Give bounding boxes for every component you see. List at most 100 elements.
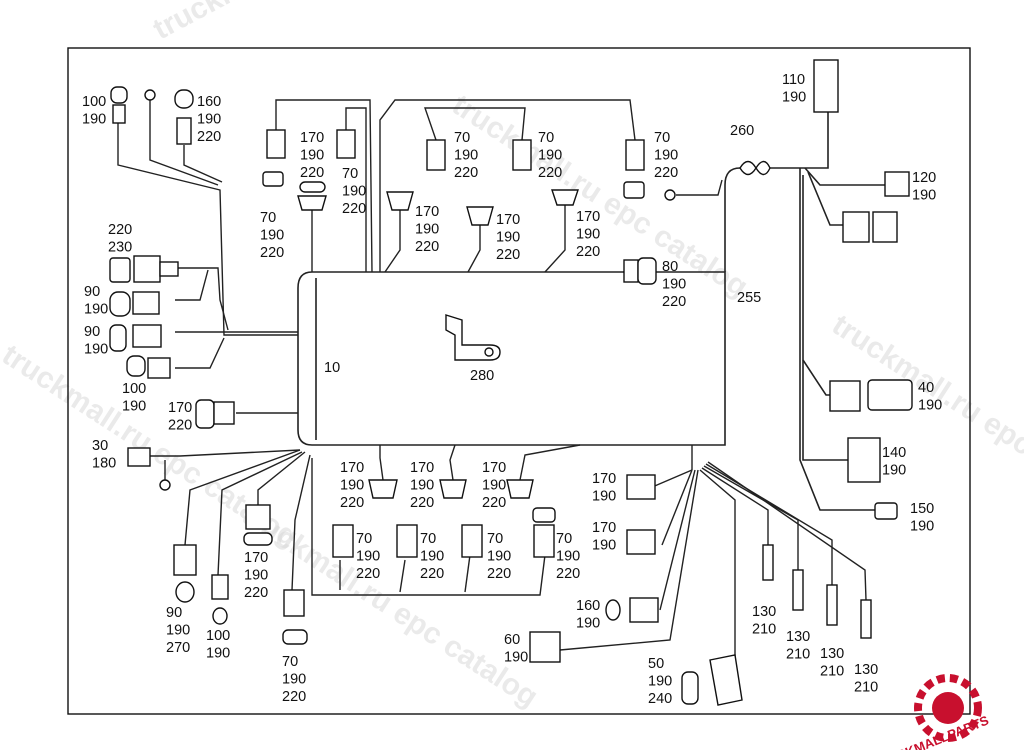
gear-hub [932,692,964,724]
callout-line: 220 [300,165,324,181]
callout-line: 190 [882,463,906,479]
sensor-130-b [792,569,804,611]
callout-c-280: 280 [470,368,494,384]
callout-line: 190 [454,148,478,164]
callout-line: 190 [556,549,580,565]
callout-line: 190 [918,398,942,414]
callout-line: 190 [912,188,936,204]
callout-line: 210 [854,680,878,696]
callout-line: 90 [166,605,182,621]
callout-line: 255 [737,290,761,306]
callout-line: 220 [538,165,562,181]
plug-70-h [461,524,483,558]
sensor-100-l-body [147,357,171,379]
callout-line: 140 [882,445,906,461]
callout-line: 190 [166,623,190,639]
plug-socket-c [623,181,645,199]
plug-220 [133,255,161,283]
callout-line: 190 [592,538,616,554]
connector-120 [884,171,910,197]
bottom-wires [184,444,867,660]
plug-170-f [439,479,467,499]
plug-70-c [426,139,446,171]
connector-170-b [626,529,656,555]
callout-line: 190 [260,228,284,244]
callout-line: 70 [356,531,372,547]
grommet-260 [739,160,771,176]
module-50-plug [681,671,699,705]
gear-icon [914,674,982,742]
callout-line: 70 [654,130,670,146]
callout-line: 190 [576,616,600,632]
callout-c-10: 10 [324,360,340,376]
callout-line: 190 [300,148,324,164]
callout-line: 190 [648,674,672,690]
callout-line: 190 [482,478,506,494]
plug-70-f [332,524,354,558]
watermark-text-1: truckmall.ru epc catalog [148,0,468,46]
callout-line: 70 [556,531,572,547]
callout-line: 190 [654,148,678,164]
callout-line: 190 [197,112,221,128]
module-center [842,211,870,243]
callout-line: 80 [662,259,678,275]
sensor-100-l [126,355,146,377]
callout-line: 130 [820,646,844,662]
callout-line: 210 [752,622,776,638]
callout-line: 70 [282,654,298,670]
callout-line: 190 [782,90,806,106]
plug-70-i [533,524,555,558]
socket-220 [109,257,131,283]
plug-80 [623,259,639,283]
plug-170-a [266,129,286,159]
callout-line: 70 [487,531,503,547]
callout-line: 110 [782,72,805,88]
callout-c-260: 260 [730,123,754,139]
callout-line: 220 [356,566,380,582]
callout-line: 170 [410,460,434,476]
callout-line: 190 [122,399,146,415]
plug-170-e [368,479,398,499]
socket-90-b [109,324,127,352]
plug-70-bottom-socket [282,629,308,645]
callout-line: 170 [340,460,364,476]
callout-line: 190 [415,222,439,238]
sensor-100-bottom [211,574,229,600]
callout-line: 220 [197,129,221,145]
callout-line: 190 [82,112,106,128]
ground-eye-right [664,189,676,201]
callout-line: 60 [504,632,520,648]
connector-170-a [626,474,656,500]
module-center-b [872,211,898,243]
plug-170-b [386,191,414,211]
callout-line: 130 [752,604,776,620]
callout-line: 70 [260,210,276,226]
bracket-280-hole [484,347,494,357]
connector-30 [127,447,151,467]
callout-line: 210 [820,664,844,680]
callout-line: 220 [420,566,444,582]
plug-220-tail [159,261,179,277]
callout-line: 10 [324,360,340,376]
callout-line: 190 [410,478,434,494]
plug-90-a [132,291,160,315]
ground-eye-top [144,89,156,101]
plug-90-b [132,324,162,348]
callout-line: 30 [92,438,108,454]
callout-line: 260 [730,123,754,139]
callout-line: 190 [356,549,380,565]
